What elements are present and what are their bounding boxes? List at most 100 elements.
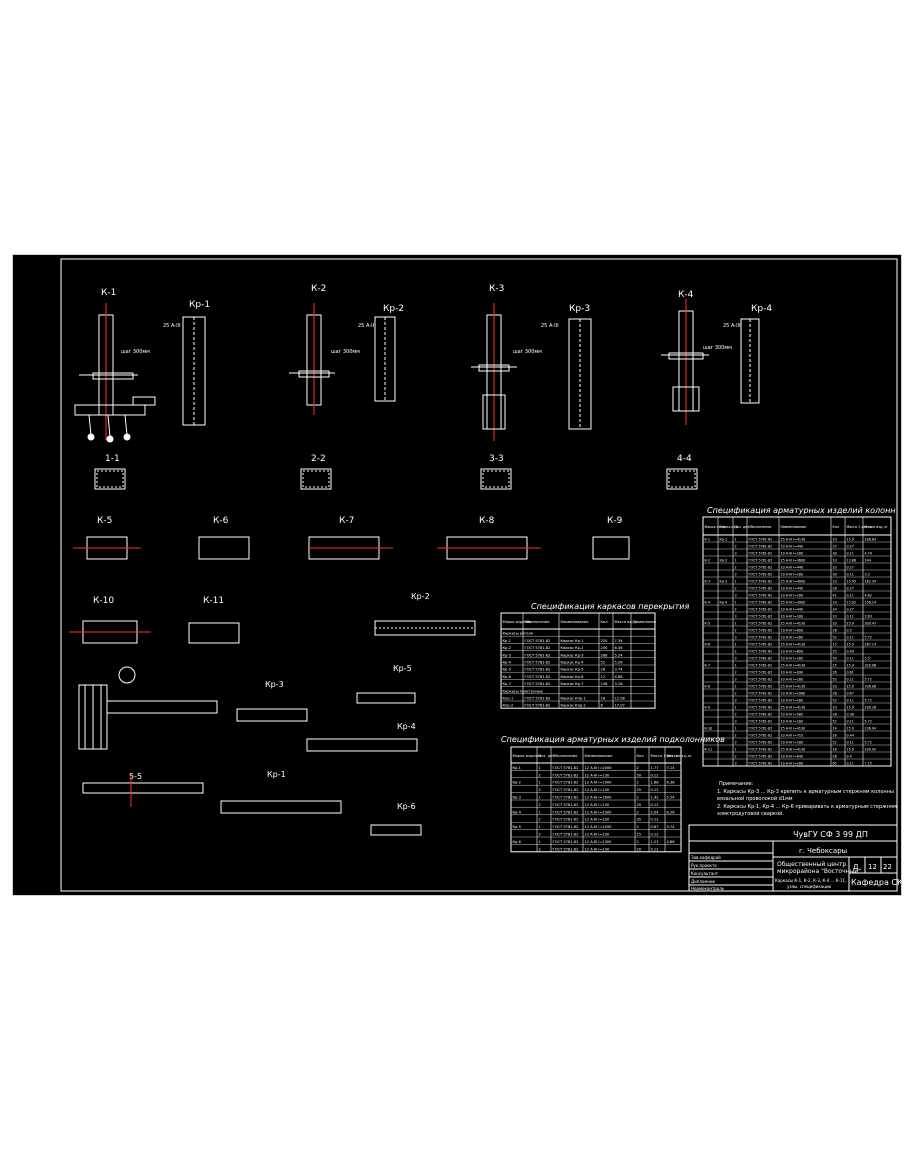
- spec-parts-cell: 0.87: [651, 825, 659, 829]
- spec-columns-cell: 10 А-III l=440: [781, 587, 804, 591]
- spec-frames-cell: 5.26: [615, 661, 624, 665]
- spec-parts-cell: Кр-1: [513, 766, 521, 770]
- spec-columns-cell: 3: [735, 594, 737, 598]
- spec-columns-cell: К-11: [705, 748, 713, 752]
- notes-line-4: электродуговой сваркой.: [717, 810, 784, 817]
- spec-columns-cell: 25: [833, 664, 837, 668]
- spec-parts-cell: 6.38: [667, 781, 676, 785]
- spec-frames-cell: Кр-1: [503, 639, 511, 643]
- spec-frames-cell: Кр-6: [503, 675, 512, 679]
- spec-parts-cell: 2: [637, 840, 639, 844]
- detail-label-kr3: Кр-3: [265, 680, 284, 689]
- spec-frames-cell: ГОСТ 5781-82: [525, 675, 551, 679]
- spec-columns-header-2: Поз. дет.: [735, 525, 751, 529]
- spec-columns-cell: 5.72: [865, 678, 872, 682]
- spec-columns-cell: 0.11: [847, 678, 854, 682]
- spec-columns-cell: 25 А-III l=4130: [781, 706, 806, 710]
- spec-columns-cell: 15.9: [847, 748, 854, 752]
- notes-line-3: 2. Каркасы Кр-1, Кр-4 ... Кр-6 приварива…: [717, 804, 897, 810]
- title-sheets: 22: [883, 863, 892, 871]
- spec-columns-cell: 1: [735, 664, 737, 668]
- spec-columns-cell: 0.61: [847, 671, 854, 675]
- label-k3: К-3: [489, 284, 504, 294]
- spec-columns-cell: 2: [735, 755, 737, 759]
- spec-columns-cell: 20: [833, 566, 837, 570]
- spec-parts-cell: 12 А-III l=130: [585, 803, 610, 807]
- spec-columns-cell: 15: [833, 643, 837, 647]
- section-3-3: 3-3: [489, 454, 504, 464]
- spec-parts-cell: 0.12: [651, 833, 659, 837]
- spec-columns-cell: 5.72: [865, 741, 872, 745]
- spec-columns-header-6: Масса 1 дет.,кг: [847, 525, 874, 529]
- spec-columns-cell: 15.45: [847, 580, 856, 584]
- spec-frames-cell: 6.36: [615, 646, 624, 650]
- title-sheet: 12: [868, 863, 877, 871]
- spec-parts-cell: 1: [539, 781, 541, 785]
- spec-columns-cell: 10 А-III l=440: [781, 608, 804, 612]
- spec-columns-cell: 50: [833, 657, 837, 661]
- plan-k9: [592, 536, 630, 560]
- spec-columns-cell: 0.11: [847, 699, 854, 703]
- spec-columns-cell: 10 А-III l=180: [781, 594, 804, 598]
- spec-columns-cell: 4.79: [865, 552, 872, 556]
- callout-k2-step: шаг 300мм: [331, 349, 360, 355]
- spec-columns-cell: ГОСТ 5781-82: [749, 615, 773, 619]
- title-stage: Д: [853, 863, 859, 871]
- callout-k2: 25 А-III: [358, 323, 376, 329]
- spec-columns-cell: 1: [735, 727, 737, 731]
- role-1: Зав.кафедрой: [691, 855, 721, 860]
- spec-columns-cell: ГОСТ 5781-82: [749, 559, 773, 563]
- label-k10: К-10: [93, 596, 114, 606]
- notes-line-1: 1. Каркасы Кр-3 ... Кр-3 крепить к армат…: [717, 789, 894, 795]
- callout-k3: 25 А-III: [541, 323, 559, 329]
- spec-columns-cell: К-7: [705, 664, 711, 668]
- plan-k6: [198, 536, 250, 560]
- spec-columns-cell: ГОСТ 5781-82: [749, 664, 773, 668]
- spec-columns-cell: 25 А-III l=4130: [781, 748, 806, 752]
- spec-columns-cell: 156.14: [865, 601, 877, 605]
- spec-columns-cell: 7.15: [865, 762, 872, 766]
- spec-columns-cell: К-10: [705, 727, 713, 731]
- spec-columns-cell: 15.9: [847, 727, 854, 731]
- callout-k3-step: шаг 300мм: [513, 349, 542, 355]
- title-block: [688, 824, 898, 892]
- spec-columns-cell: 200.16: [865, 706, 877, 710]
- spec-columns-cell: 30: [833, 552, 837, 556]
- spec-parts-cell: ГОСТ 5781-82: [553, 840, 579, 844]
- spec-columns-cell: 25 А-III l=4130: [781, 538, 806, 542]
- spec-parts-cell: 1: [539, 766, 541, 770]
- section-1-1: 1-1: [105, 454, 120, 464]
- spec-parts-cell: 0.12: [651, 847, 659, 851]
- spec-columns-cell: 10 А-III l=180: [781, 699, 804, 703]
- spec-parts-header-1: Поз. дет.: [539, 754, 556, 758]
- spec-columns-cell: 25 А-III l=4130: [781, 727, 806, 731]
- spec-columns-cell: ГОСТ 5781-82: [749, 671, 773, 675]
- spec-parts-header-4: Кол: [637, 754, 644, 758]
- section-4-4: 4-4: [677, 454, 692, 464]
- spec-columns-cell: 5.72: [865, 636, 872, 640]
- spec-frames-header-5: Примечание: [633, 620, 657, 624]
- spec-columns-cell: 2: [735, 671, 737, 675]
- spec-columns-cell: ГОСТ 5781-82: [749, 713, 773, 717]
- spec-parts-cell: 1.68: [651, 781, 660, 785]
- spec-columns-cell: 3: [735, 720, 737, 724]
- spec-columns-cell: 10: [833, 706, 837, 710]
- spec-parts-cell: 12 А-III l=130: [585, 773, 610, 777]
- spec-frames-cell: ГОСТ 5781-82: [525, 661, 551, 665]
- spec-columns-cell: ГОСТ 5781-82: [749, 580, 773, 584]
- detail-label-kr6: Кр-6: [397, 802, 416, 811]
- spec-columns-cell: 3: [735, 573, 737, 577]
- notes-line-2: вязальной проволокой d1мм: [717, 795, 793, 802]
- spec-columns-cell: ГОСТ 5781-82: [749, 538, 773, 542]
- spec-parts-cell: 0.12: [651, 773, 659, 777]
- spec-frames-cell: Каркас Кр-7: [561, 682, 584, 686]
- spec-parts-cell: 3.74: [667, 825, 676, 829]
- spec-parts-cell: ГОСТ 5781-82: [553, 788, 579, 792]
- spec-columns-cell: 26: [833, 629, 837, 633]
- spec-columns-cell: 0.36: [847, 713, 854, 717]
- spec-columns-cell: ГОСТ 5781-82: [749, 678, 773, 682]
- spec-columns-cell: 162.34: [865, 580, 877, 584]
- spec-columns-cell: 26: [833, 755, 837, 759]
- label-kr4: Кр-4: [751, 304, 772, 314]
